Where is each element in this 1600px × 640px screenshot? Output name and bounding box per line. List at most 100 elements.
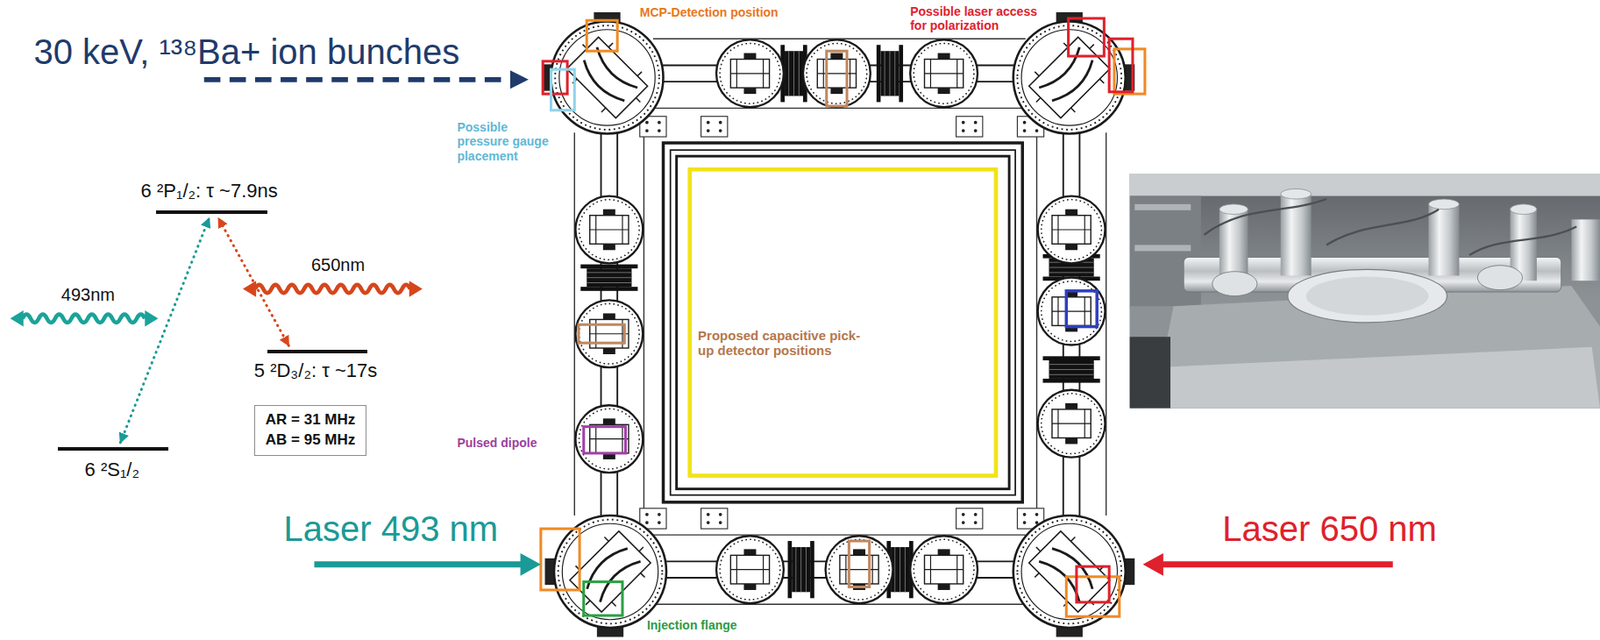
level-label: 6 ²P₁/₂: τ ~7.9ns <box>141 179 278 202</box>
position-marker <box>542 18 1133 603</box>
quadrupole-chambers <box>1038 390 1106 458</box>
quadrupole-chambers <box>825 535 894 604</box>
level-label: 5 ²D₃/₂: τ ~17s <box>254 359 378 382</box>
constant-value: AR = 31 MHz <box>265 410 356 431</box>
lab-photo <box>1129 173 1600 197</box>
lab-photo <box>1203 199 1577 256</box>
beam-pipe <box>653 65 1026 578</box>
position-marker <box>848 540 869 587</box>
position-marker <box>540 20 1145 617</box>
laser-label: Laser 650 nm <box>1222 508 1437 549</box>
position-marker <box>1114 49 1145 94</box>
quadrupole-chambers <box>1038 196 1106 264</box>
lab-photo <box>1219 209 1249 281</box>
wavelength-label: 493nm <box>61 284 115 306</box>
laser-arrow <box>1143 553 1164 576</box>
position-marker <box>586 20 618 51</box>
ring-frame-center <box>663 142 1024 503</box>
lab-photo <box>1143 347 1600 409</box>
energy-level: 6 ²S₁/₂ <box>57 447 169 451</box>
frame-rail <box>653 38 1026 605</box>
deflector-chambers <box>541 12 1135 638</box>
lab-photo <box>1129 173 1600 409</box>
quadrupole-chambers <box>716 535 784 604</box>
lab-photo <box>1428 204 1459 276</box>
position-label: Pulsed dipole <box>456 435 537 450</box>
position-marker <box>583 426 626 454</box>
position-marker <box>826 50 847 107</box>
support-blocks <box>640 116 1045 529</box>
laser-arrow <box>520 553 541 576</box>
position-marker <box>578 50 870 587</box>
constant-value: AB = 95 MHz <box>265 430 356 451</box>
bellows-group <box>876 44 904 102</box>
lab-photo <box>1571 219 1600 281</box>
lab-photo <box>1129 336 1171 408</box>
support-blocks <box>956 508 983 529</box>
beam-arrow <box>204 77 511 83</box>
quadrupole-chambers <box>575 299 643 368</box>
photon-wave <box>255 284 411 293</box>
ring-frame-center <box>689 169 996 476</box>
deflector-chambers <box>1013 12 1136 135</box>
lab-photo <box>1134 244 1191 251</box>
position-marker <box>542 61 568 94</box>
beam-pipe <box>601 65 1081 578</box>
deflector-chambers <box>1013 515 1136 638</box>
beam-pipe <box>601 132 1081 516</box>
deflector-chambers <box>541 12 664 135</box>
position-label: MCP-Detection position <box>640 5 779 20</box>
bellows-group <box>788 540 815 598</box>
quadrupole-chambers <box>803 39 871 107</box>
quadrupole-chambers <box>1038 277 1106 346</box>
lab-photo <box>1510 204 1537 215</box>
lab-photo <box>1129 173 1600 409</box>
lab-photo <box>1306 277 1430 316</box>
position-marker <box>540 528 580 591</box>
support-blocks <box>701 508 728 529</box>
position-marker <box>1109 38 1133 93</box>
quadrupole-chambers <box>716 39 784 107</box>
lab-photo <box>1212 271 1258 297</box>
photon-wave <box>22 314 146 323</box>
position-marker <box>1066 291 1097 328</box>
position-label: Possible pressure gauge placement <box>456 120 553 163</box>
quadrupole-chambers <box>575 39 1105 604</box>
quadrupole-chambers <box>575 196 643 264</box>
photon-arrowhead <box>242 280 256 298</box>
support-blocks <box>956 116 983 137</box>
constants-box: AR = 31 MHzAB = 95 MHz <box>254 405 368 456</box>
lab-photo <box>1428 199 1459 210</box>
level-label: 6 ²S₁/₂ <box>85 458 140 481</box>
photon-wave <box>22 284 411 323</box>
ring-frame-center <box>670 149 1016 496</box>
beam-label: 30 keV, ¹³⁸Ba+ ion bunches <box>33 31 460 72</box>
position-label: Proposed capacitive pick-up detector pos… <box>697 327 869 359</box>
position-marker <box>540 18 1145 617</box>
lab-photo <box>1219 204 1249 215</box>
transition-line <box>218 218 289 346</box>
laser-label: Laser 493 nm <box>284 508 499 549</box>
energy-level: 5 ²D₃/₂: τ ~17s <box>267 349 368 354</box>
wavelength-label: 650nm <box>311 255 365 276</box>
position-marker <box>551 69 576 111</box>
photon-arrowhead <box>10 280 423 327</box>
lab-photo <box>1134 204 1191 211</box>
support-blocks <box>701 116 728 137</box>
bellows-group <box>1043 355 1101 383</box>
ring-frame-center <box>676 156 1010 490</box>
bellows-group <box>580 264 638 292</box>
laser-arrow <box>313 561 522 568</box>
position-label: Possible laser access for polarization <box>910 4 1046 33</box>
ring-frame-center <box>663 142 1024 503</box>
photon-arrowhead <box>409 280 423 298</box>
frame-rail <box>574 132 1106 516</box>
lab-photo <box>1280 188 1312 200</box>
position-label: Injection flange <box>647 618 738 633</box>
photon-arrowhead <box>144 310 158 328</box>
frame-rail <box>574 38 1106 605</box>
beam-arrow <box>510 70 529 89</box>
laser-arrow <box>313 553 1393 576</box>
position-marker <box>1066 576 1120 617</box>
